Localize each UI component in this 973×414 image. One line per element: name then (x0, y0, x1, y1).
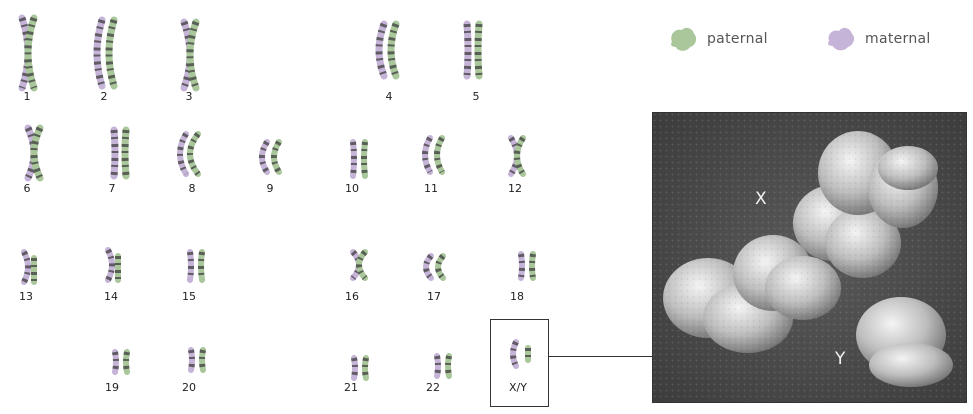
chromosome-pair-graphic (518, 251, 536, 281)
chromosome-label: X/Y (509, 381, 527, 394)
chromosome-pair-graphic (180, 18, 200, 92)
chromosome-label: 5 (472, 90, 480, 103)
chromosome-pair-graphic (24, 124, 44, 182)
chromosome-pair-graphic (434, 353, 452, 379)
chromosome-pair-graphic (105, 247, 121, 283)
chromosome-label: 12 (508, 182, 522, 195)
chromosome-label: 6 (23, 182, 31, 195)
chromosome-pair-15 (178, 248, 218, 284)
chromosome-label: 10 (345, 182, 359, 195)
x-chromosome-shape (653, 113, 966, 402)
chromosome-pair-graphic (350, 139, 368, 179)
chromosome-pair-graphic (110, 126, 130, 180)
chromosome-label: 2 (100, 90, 108, 103)
chromosome-pair-10 (341, 138, 381, 180)
chromosome-label: 22 (426, 381, 440, 394)
chromosome-label: 20 (182, 381, 196, 394)
y-chromosome-shape (856, 297, 953, 387)
chromosome-label: 19 (105, 381, 119, 394)
chromosome-pair-8 (174, 130, 214, 178)
y-label: Y (835, 349, 846, 369)
chromosome-pair-9 (255, 138, 295, 176)
chromosome-pair-7 (102, 126, 142, 180)
chromosome-pair-graphic (508, 135, 526, 177)
chromosome-pair-23 (504, 338, 544, 374)
chromosome-pair-graphic (112, 349, 130, 375)
chromosome-label: 1 (23, 90, 31, 103)
chromosome-pair-12 (499, 134, 539, 178)
connector-line (549, 356, 653, 357)
chromosome-label: 8 (188, 182, 196, 195)
legend-maternal: maternal (825, 24, 931, 54)
chromosome-label: 4 (385, 90, 393, 103)
chromosome-pair-graphic (351, 355, 369, 381)
chromosome-pair-1 (10, 14, 50, 92)
chromosome-pair-2 (90, 16, 130, 90)
micrograph-image (653, 113, 966, 402)
chromosome-label: 11 (424, 182, 438, 195)
x-label: X (755, 189, 767, 209)
chromosome-pair-14 (96, 246, 136, 284)
legend-paternal: paternal (667, 24, 768, 54)
chromosome-pair-13 (12, 248, 52, 286)
chromosome-pair-graphic (350, 249, 368, 281)
chromosome-pair-graphic (422, 135, 445, 175)
chromosome-label: 18 (510, 290, 524, 303)
chromosome-pair-graphic (21, 249, 37, 285)
chromosome-pair-5 (455, 20, 495, 80)
chromosome-label: 17 (427, 290, 441, 303)
chromosome-pair-graphic (188, 347, 206, 373)
chromosome-pair-4 (372, 20, 412, 80)
legend-paternal-label: paternal (707, 31, 768, 47)
chromosome-pair-11 (418, 134, 458, 176)
chromosome-label: 7 (108, 182, 116, 195)
chromosome-pair-16 (341, 248, 381, 282)
chromosome-pair-18 (509, 250, 549, 282)
chromosome-micrograph: X Y (652, 112, 967, 403)
chromosome-pair-6 (16, 124, 56, 182)
chromosome-label: 14 (104, 290, 118, 303)
chromosome-pair-graphic (463, 20, 483, 80)
chromosome-label: 13 (19, 290, 33, 303)
chromosome-label: 9 (266, 182, 274, 195)
chromosome-label: 3 (185, 90, 193, 103)
chromosome-pair-19 (103, 348, 143, 376)
chromosome-pair-graphic (259, 139, 282, 175)
chromosome-pair-graphic (93, 16, 118, 90)
chromosome-pair-graphic (375, 20, 400, 80)
chromosome-label: 21 (344, 381, 358, 394)
chromosome-pair-graphic (510, 339, 531, 369)
chromosome-pair-graphic (423, 253, 446, 281)
xy-highlight-box (490, 319, 549, 407)
chromosome-pair-22 (425, 352, 465, 380)
maternal-swatch-icon (828, 27, 855, 51)
chromosome-label: 15 (182, 290, 196, 303)
chromosome-pair-graphic (18, 14, 38, 92)
chromosome-pair-graphic (177, 131, 201, 177)
legend-maternal-label: maternal (865, 31, 931, 47)
chromosome-pair-graphic (187, 249, 205, 283)
chromosome-pair-17 (419, 252, 459, 282)
chromosome-pair-20 (179, 346, 219, 374)
paternal-swatch-icon (671, 27, 697, 51)
chromosome-label: 16 (345, 290, 359, 303)
chromosome-pair-21 (342, 354, 382, 382)
chromosome-pair-3 (172, 18, 212, 92)
